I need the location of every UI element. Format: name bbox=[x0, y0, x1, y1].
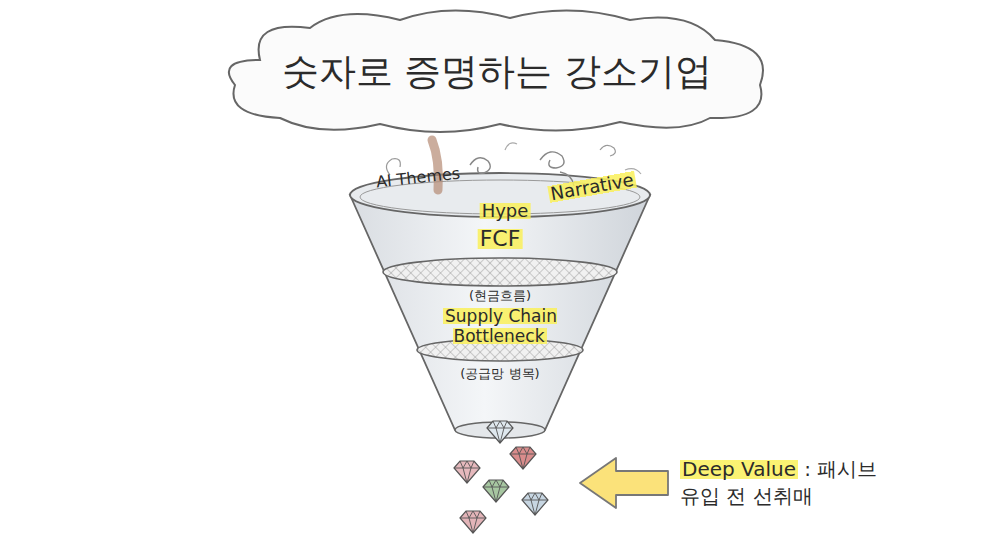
mesh-filter bbox=[383, 258, 617, 286]
filter-label: Supply Chain Bottleneck bbox=[430, 306, 570, 347]
filter-label: FCF bbox=[478, 226, 523, 252]
filter-sublabel: (공급망 병목) bbox=[460, 366, 539, 382]
gem bbox=[483, 480, 509, 502]
filter-sublabel: (현금흐름) bbox=[469, 288, 531, 304]
title: 숫자로 증명하는 강소기업 bbox=[282, 50, 713, 94]
gem bbox=[454, 461, 480, 483]
funnel-body bbox=[350, 195, 650, 436]
gem bbox=[487, 421, 513, 443]
gem bbox=[460, 511, 486, 533]
pointer-arrow bbox=[580, 458, 668, 508]
callout-text: Deep Value : 패시브 유입 전 선취매 bbox=[680, 456, 880, 510]
swirl bbox=[600, 145, 615, 156]
gem bbox=[522, 493, 548, 515]
cloud bbox=[229, 10, 763, 132]
callout-keyword: Deep Value bbox=[680, 457, 798, 481]
theme-label: Hype bbox=[480, 200, 531, 222]
swirl bbox=[470, 158, 490, 174]
gem bbox=[510, 447, 536, 469]
swirl bbox=[505, 143, 641, 174]
